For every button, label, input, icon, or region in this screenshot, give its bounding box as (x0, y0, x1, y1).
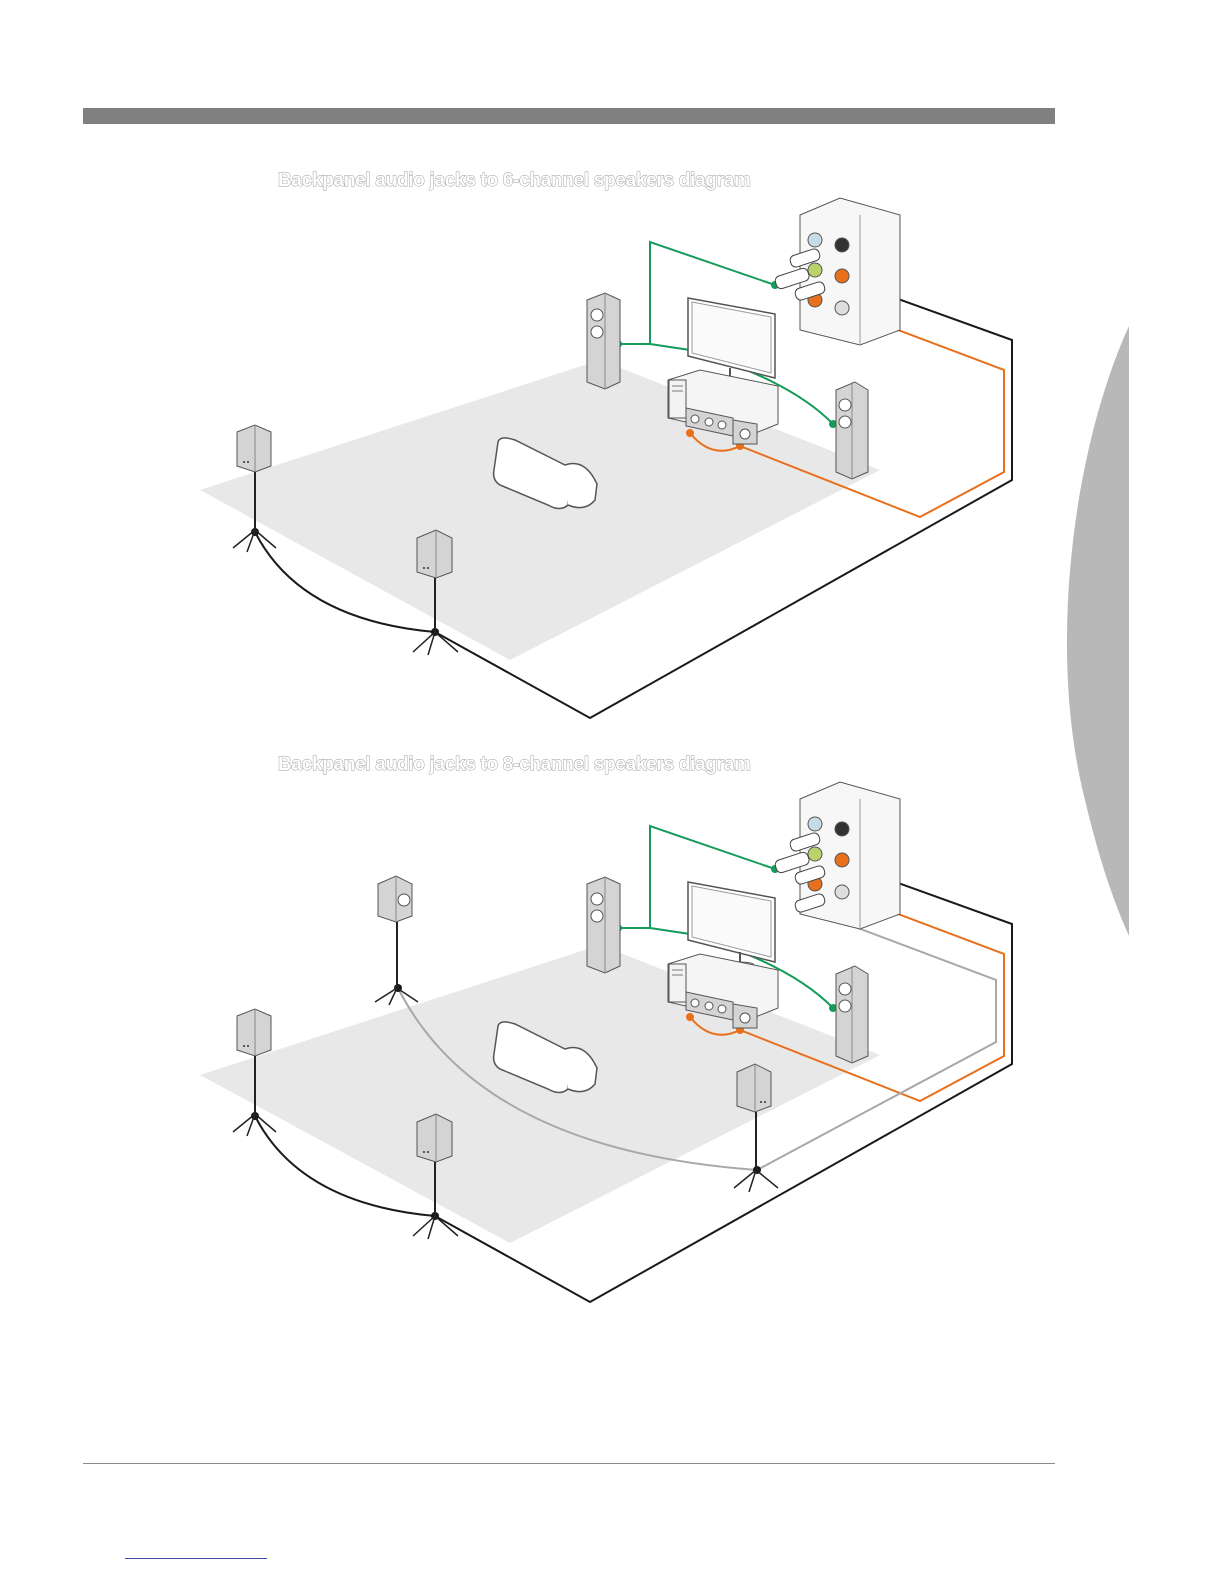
jack-panel-icon (774, 198, 900, 345)
footer-rule (83, 1463, 1055, 1464)
footer-link-underline[interactable] (125, 1558, 267, 1559)
pc-tower-icon (669, 380, 686, 418)
tower-speaker-icon (836, 966, 868, 1063)
stand-speaker-icon (375, 876, 418, 1005)
diagram-8-channel (0, 774, 1224, 1334)
jack-panel-icon (774, 782, 900, 929)
subwoofer-icon (733, 420, 757, 444)
diagram-6-channel (0, 190, 1224, 750)
tower-speaker-icon (587, 877, 620, 973)
subwoofer-icon (733, 1004, 757, 1028)
tower-speaker-icon (587, 293, 620, 389)
header-bar (83, 108, 1055, 124)
diagram-title-8ch: Backpanel audio jacks to 8-channel speak… (278, 754, 751, 776)
diagram-title-6ch: Backpanel audio jacks to 6-channel speak… (278, 170, 751, 192)
pc-tower-icon (669, 964, 686, 1002)
tower-speaker-icon (836, 382, 868, 479)
